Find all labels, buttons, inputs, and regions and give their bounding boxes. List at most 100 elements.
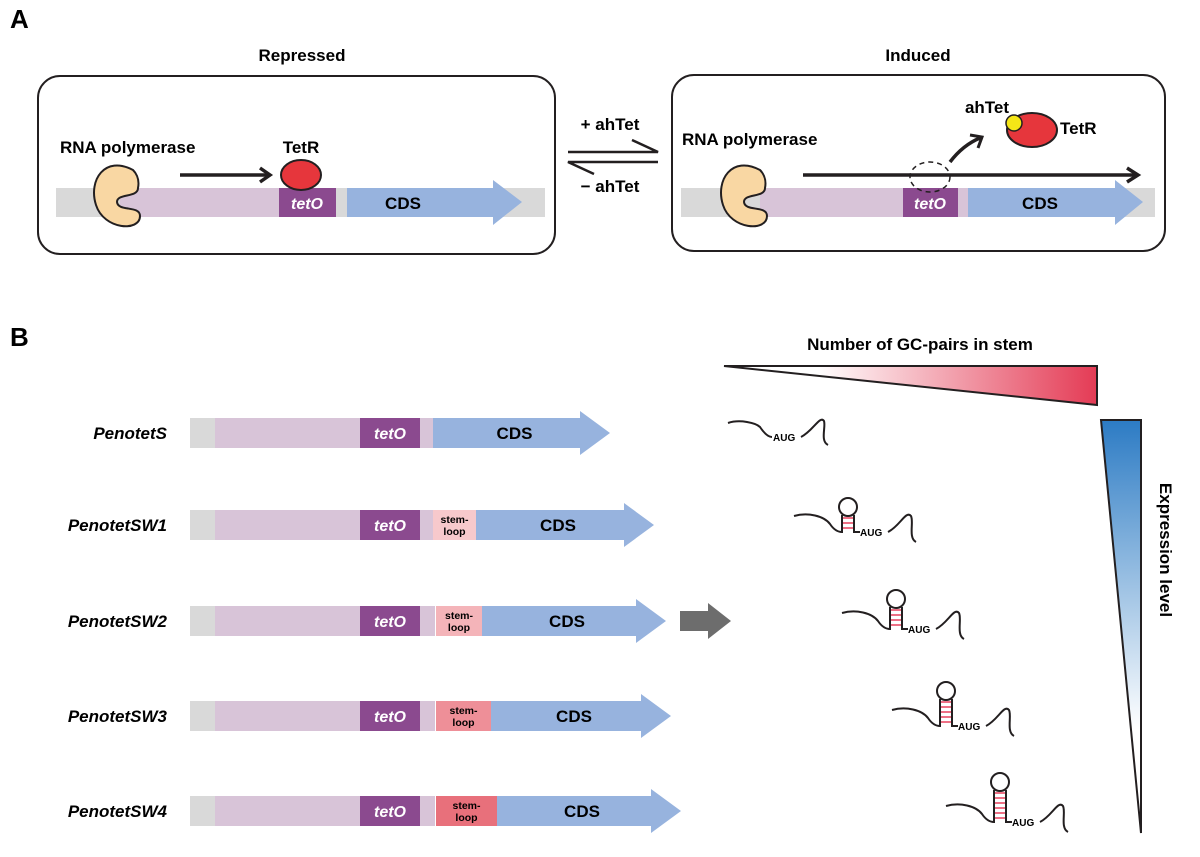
stem-loop-box	[433, 510, 476, 540]
teto-label: tetO	[291, 196, 324, 213]
cds-arrow	[497, 789, 681, 833]
cds-label: CDS	[497, 424, 533, 443]
teto-box	[360, 510, 420, 540]
plus-ahtet-label: + ahTet	[581, 115, 640, 134]
construct-row: PenotetS tetO CDS	[93, 411, 610, 455]
cds-arrow	[491, 694, 671, 738]
aug-label: AUG	[1012, 818, 1034, 829]
hairpin-loop	[990, 772, 1010, 792]
dna-backbone	[190, 418, 215, 448]
cds-label: CDS	[564, 802, 600, 821]
induced-state: Induced tetO CDS RNA polymerase ahTet Te…	[671, 46, 1166, 252]
mrna-stem-strand	[853, 515, 860, 533]
mrna-structure: AUG	[793, 497, 917, 543]
transcription-arrow-head-icon	[258, 166, 274, 184]
induced-title: Induced	[885, 46, 950, 65]
cds-arrow	[433, 411, 610, 455]
next-arrow-icon	[680, 603, 731, 639]
teto-box	[360, 606, 420, 636]
repressed-state: Repressed tetO CDS RNA polymerase TetR	[37, 46, 556, 255]
cds-arrow	[968, 180, 1143, 225]
stem-loop-label: stem-	[452, 800, 481, 812]
aug-label: AUG	[860, 528, 882, 539]
mrna-5prime-strand	[841, 607, 891, 631]
stem-loop-label: stem-	[445, 610, 474, 622]
mrna-5prime-strand	[945, 790, 995, 824]
release-arrow-head-icon	[969, 133, 985, 149]
teto-label: tetO	[374, 426, 407, 443]
gc-gradient-triangle	[723, 365, 1098, 407]
mrna-structure: AUG	[945, 772, 1069, 833]
construct-row: PenotetSW1 tetO stem-loop CDS	[68, 503, 654, 547]
ahtet-inducer-icon	[1005, 114, 1023, 132]
mrna-stem-strand	[1005, 790, 1012, 823]
stem-loop-label: loop	[452, 717, 474, 729]
teto-box	[903, 188, 958, 217]
forward-half-arrow-icon	[568, 138, 659, 154]
mrna-3prime-strand	[1039, 803, 1069, 833]
gc-gradient-label: Number of GC-pairs in stem	[807, 335, 1033, 354]
panel-b-letter: B	[10, 322, 29, 352]
mrna-stem-strand	[901, 607, 908, 630]
rna-polymerase-icon	[93, 164, 142, 228]
reverse-half-arrow-icon	[567, 160, 658, 176]
equilibrium-arrows: + ahTet − ahTet	[567, 115, 659, 196]
dna-backbone	[190, 510, 215, 540]
stem-loop-label: stem-	[440, 514, 469, 526]
promoter-region	[120, 188, 307, 217]
stem-loop-box	[436, 606, 482, 636]
construct-name: PenotetSW4	[68, 802, 168, 821]
mrna-5prime-strand	[727, 420, 773, 438]
teto-box	[279, 188, 336, 217]
stem-loop-label: loop	[448, 622, 470, 634]
stem-loop-box	[436, 701, 491, 731]
expression-label: Expression level	[1156, 483, 1175, 617]
stem-loop-label: stem-	[449, 705, 478, 717]
minus-ahtet-label: − ahTet	[581, 177, 640, 196]
mrna-5prime-strand	[891, 699, 941, 728]
dna-backbone	[190, 701, 215, 731]
stem-loop-label: loop	[443, 526, 465, 538]
teto-label: tetO	[374, 709, 407, 726]
construct-name: PenotetS	[93, 424, 167, 443]
cds-arrow	[347, 180, 522, 225]
mrna-3prime-strand	[935, 610, 965, 640]
hairpin-loop	[936, 681, 956, 701]
teto-box	[360, 796, 420, 826]
construct-name: PenotetSW1	[68, 516, 167, 535]
tetr-repressor-icon	[280, 159, 322, 191]
teto-label: tetO	[374, 518, 407, 535]
teto-label: tetO	[374, 804, 407, 821]
cds-label: CDS	[385, 194, 421, 213]
dna-backbone	[190, 796, 215, 826]
mrna-3prime-strand	[887, 513, 917, 543]
mrna-5prime-strand	[793, 513, 843, 534]
hairpin-loop	[838, 497, 858, 517]
release-arrow-line	[948, 136, 981, 164]
rna-polymerase-icon	[720, 164, 769, 228]
cds-label: CDS	[549, 612, 585, 631]
tetr-label: TetR	[283, 138, 320, 157]
polymerase-label: RNA polymerase	[682, 130, 817, 149]
tetr-label: TetR	[1060, 119, 1097, 138]
aug-label: AUG	[773, 433, 795, 444]
mrna-structure: AUG	[841, 589, 965, 640]
repressed-title: Repressed	[259, 46, 346, 65]
aug-label: AUG	[908, 625, 930, 636]
cds-arrow	[482, 599, 666, 643]
mrna-3prime-strand	[800, 418, 829, 446]
teto-label: tetO	[914, 196, 947, 213]
teto-box	[360, 701, 420, 731]
cds-arrow	[476, 503, 654, 547]
transcription-arrow-head-icon	[1126, 166, 1142, 184]
construct-name: PenotetSW3	[68, 707, 168, 726]
dna-backbone	[190, 606, 215, 636]
cds-label: CDS	[540, 516, 576, 535]
teto-box	[360, 418, 420, 448]
